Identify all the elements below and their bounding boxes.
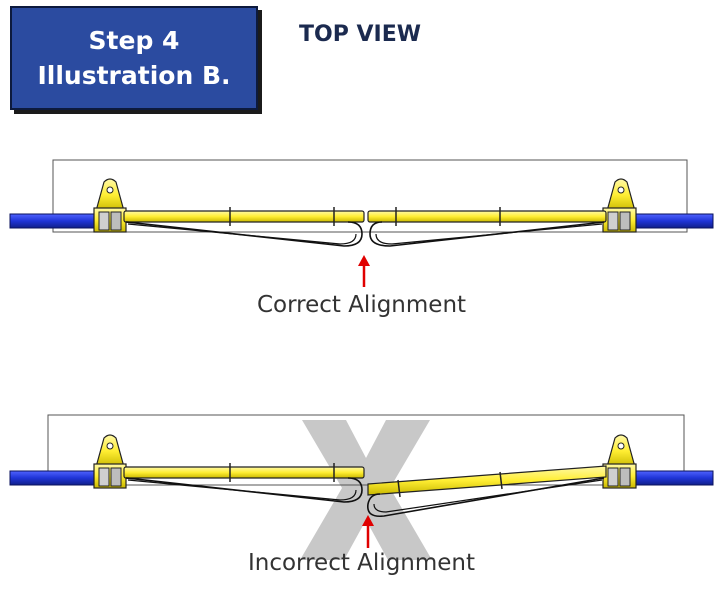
correct-alignment-caption: Correct Alignment: [256, 292, 467, 318]
up-arrow-icon: [358, 255, 370, 287]
right-arm: [367, 210, 607, 223]
left-arm: [123, 466, 365, 479]
right-arm-misaligned: [367, 465, 607, 496]
right-rail: [624, 213, 714, 229]
right-bracket: [602, 434, 637, 489]
right-cable: [367, 477, 605, 518]
left-cable: [125, 221, 363, 247]
step-label-box: Step 4 Illustration B.: [10, 6, 258, 110]
left-arm: [123, 210, 365, 223]
incorrect-alignment-caption: Incorrect Alignment: [247, 550, 476, 576]
frame-outline: [47, 414, 685, 486]
right-cable: [369, 221, 605, 247]
incorrect-alignment-assembly: [9, 414, 714, 560]
step-number: Step 4: [88, 26, 180, 55]
left-rail: [9, 470, 107, 486]
left-cable: [125, 477, 363, 503]
left-bracket: [93, 434, 127, 489]
up-arrow-icon: [362, 515, 374, 548]
right-bracket: [602, 178, 637, 233]
left-rail: [9, 213, 107, 229]
x-mark-icon: [300, 420, 432, 560]
correct-alignment-assembly: [9, 159, 714, 287]
left-bracket: [93, 178, 127, 233]
right-rail: [624, 470, 714, 486]
illustration-id: Illustration B.: [37, 61, 231, 90]
view-title: TOP VIEW: [299, 22, 421, 47]
